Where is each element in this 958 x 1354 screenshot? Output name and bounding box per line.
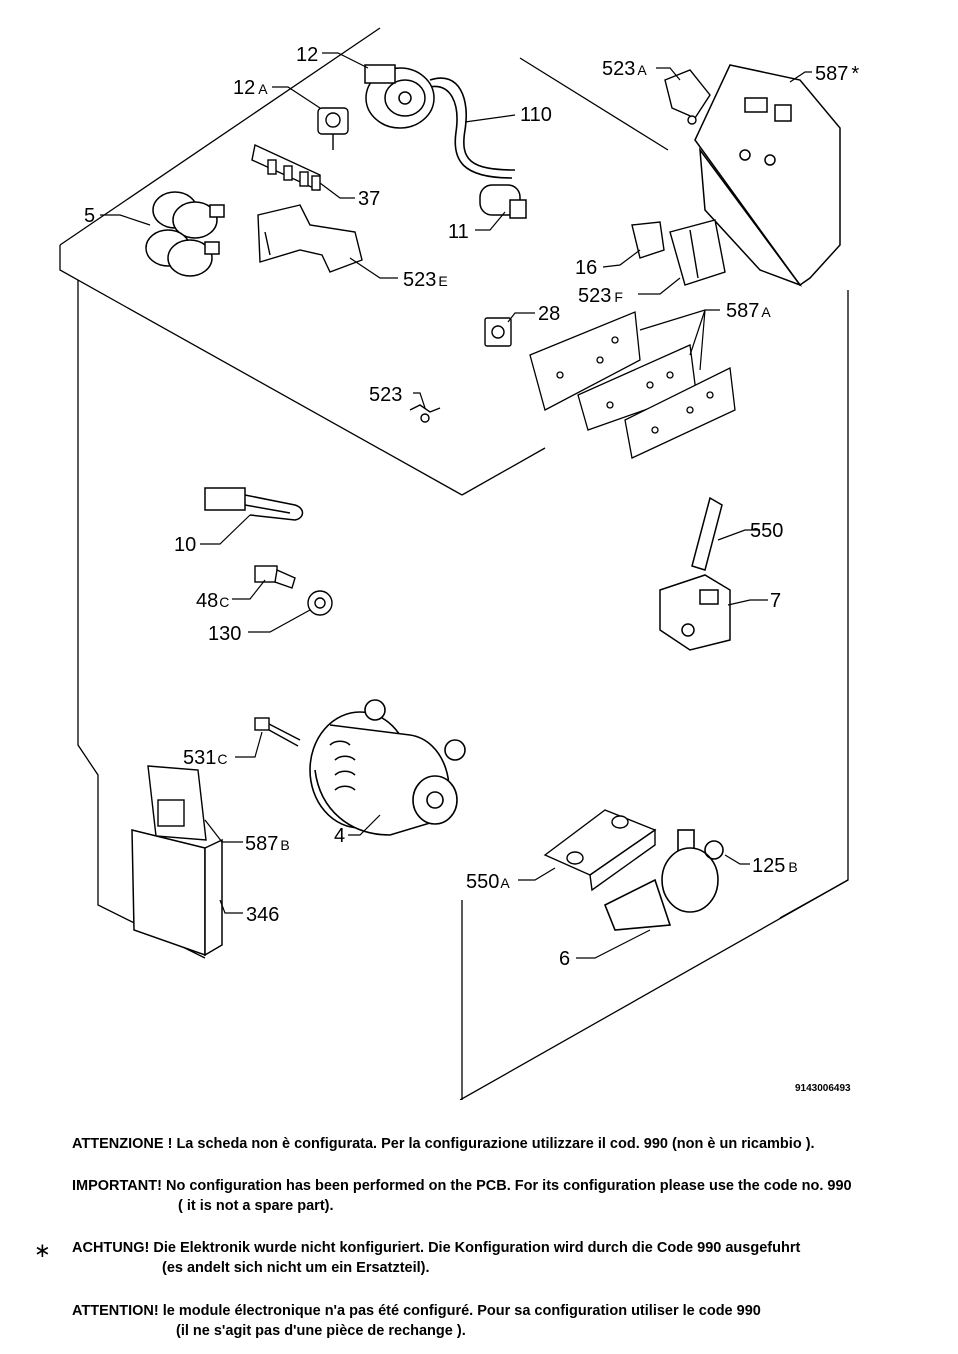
module-part-587b [147, 765, 207, 841]
label-part-130: 130 [208, 623, 241, 645]
gasket-part-28 [484, 317, 512, 347]
note-italian: ATTENZIONE ! La scheda non è configurata… [72, 1134, 815, 1154]
cover-part-550a [543, 809, 657, 892]
note-english-line2: ( it is not a spare part). [178, 1198, 334, 1214]
cabinet-outline [59, 27, 849, 1100]
sensor-part-48c [254, 565, 296, 589]
filter-part-16 [631, 221, 665, 259]
document-number: 9143006493 [795, 1083, 851, 1094]
door-interlock-part-7 [659, 574, 731, 651]
note-german-line1: ACHTUNG! Die Elektronik wurde nicht konf… [72, 1240, 801, 1256]
label-part-12: 12 [296, 44, 318, 66]
lever-part-550 [691, 496, 723, 571]
bracket-part-523e [257, 204, 363, 273]
label-part-523: 523 [369, 384, 402, 406]
bolt-part-531c [254, 717, 301, 747]
note-german: ACHTUNG! Die Elektronik wurde nicht konf… [72, 1238, 800, 1278]
water-valve-part-5 [145, 191, 225, 277]
label-part-550: 550 [750, 520, 783, 542]
switch-part-523a [664, 69, 711, 125]
label-part-5: 5 [84, 205, 95, 227]
label-part-550a: 550A [466, 871, 510, 893]
control-housing-part-587star [694, 64, 841, 287]
asterisk-marker: ∗ [34, 1240, 51, 1262]
note-german-line2: (es andelt sich nicht um ein Ersatzteil)… [162, 1260, 430, 1276]
label-part-16: 16 [575, 257, 597, 279]
leader-lines [100, 52, 812, 959]
door-lock-part-523f [669, 219, 726, 286]
pressure-switch-part-12 [364, 64, 435, 129]
note-english: IMPORTANT! No configuration has been per… [72, 1176, 852, 1216]
pulley-part-130 [307, 590, 333, 616]
label-part-48c: 48C [196, 590, 229, 612]
label-part-37: 37 [358, 188, 380, 210]
note-french-line1: ATTENTION! le module électronique n'a pa… [72, 1303, 761, 1319]
circuit-boards-part-587a [529, 311, 736, 459]
motor-part-4 [309, 699, 466, 836]
clip-part-523 [409, 404, 441, 423]
label-part-346: 346 [246, 904, 279, 926]
terminal-block-part-37 [251, 143, 321, 192]
capacitor-part-11 [479, 184, 527, 219]
label-part-7: 7 [770, 590, 781, 612]
label-part-110: 110 [520, 104, 552, 126]
label-part-531c: 531C [183, 747, 228, 769]
note-italian-line1: ATTENZIONE ! La scheda non è configurata… [72, 1136, 815, 1152]
drain-pump-part-6 [603, 829, 724, 931]
label-part-4: 4 [334, 825, 345, 847]
label-part-28: 28 [538, 303, 560, 325]
label-part-11: 11 [448, 221, 469, 243]
heater-part-10 [204, 487, 304, 521]
note-french: ATTENTION! le module électronique n'a pa… [72, 1301, 761, 1341]
drain-hose-part-110 [424, 77, 516, 179]
module-housing-part-346 [131, 829, 223, 957]
pressure-switch-part-12a [317, 107, 349, 150]
label-part-587star: 587* [815, 63, 859, 85]
label-part-10: 10 [174, 534, 196, 556]
note-english-line1: IMPORTANT! No configuration has been per… [72, 1178, 852, 1194]
note-french-line2: (il ne s'agit pas d'une pièce de rechang… [176, 1323, 466, 1339]
label-part-6: 6 [559, 948, 570, 970]
